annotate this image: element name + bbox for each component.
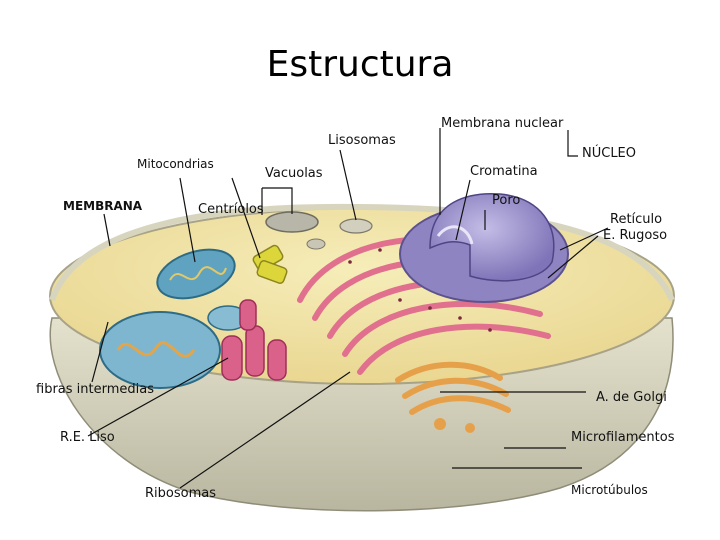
label-cromatina: Cromatina	[470, 164, 538, 179]
label-re-liso: R.E. Liso	[60, 430, 115, 445]
label-nucleo: NÚCLEO	[582, 146, 637, 161]
label-golgi: A. de Golgi	[596, 390, 667, 405]
mitochondrion-1	[156, 248, 236, 300]
label-e-rugoso: E. Rugoso	[603, 228, 668, 243]
page-title: Estructura	[266, 44, 454, 85]
nucleus	[429, 192, 555, 282]
golgi-apparatus	[395, 361, 511, 415]
label-fibras-intermedias: fibras intermedias	[36, 382, 154, 397]
label-microfilamentos: Microfilamentos	[571, 430, 675, 445]
membrane-rim	[49, 203, 675, 302]
label-poro: Poro	[492, 193, 521, 208]
label-vacuolas: Vacuolas	[265, 166, 323, 181]
lysosome	[339, 218, 373, 234]
vacuole	[265, 211, 319, 233]
centrioles	[252, 244, 288, 284]
label-reticulo: Retículo	[610, 212, 663, 227]
leader-lines	[87, 128, 609, 489]
label-microtubulos: Microtúbulos	[571, 483, 648, 497]
smooth-er	[221, 299, 287, 381]
label-ribosomas: Ribosomas	[145, 486, 216, 501]
label-mitocondrias: Mitocondrias	[137, 157, 214, 171]
label-membrana-nuclear: Membrana nuclear	[441, 116, 564, 131]
label-centriolos: Centríolos	[198, 202, 264, 217]
label-lisosomas: Lisosomas	[328, 133, 396, 148]
label-membrana: MEMBRANA	[63, 199, 143, 213]
chromatin	[436, 225, 474, 245]
